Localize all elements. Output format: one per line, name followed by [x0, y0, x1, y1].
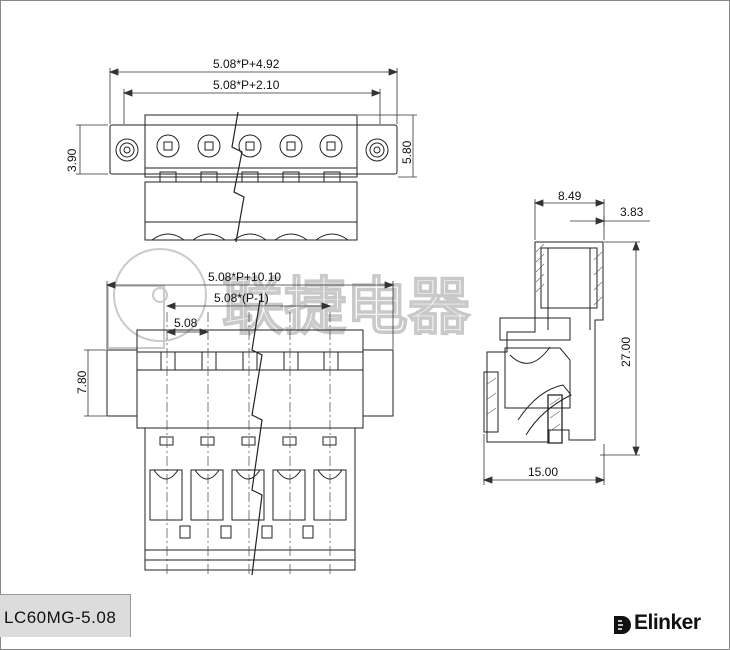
top-view — [109, 111, 398, 243]
dim-side-width-b: 3.83 — [620, 205, 644, 219]
dim-top-overall: 5.08*P+4.92 — [213, 57, 280, 71]
terminal-screws — [156, 134, 343, 158]
dim-top-inner: 5.08*P+2.10 — [213, 78, 280, 92]
dim-front-height-left: 7.80 — [75, 370, 89, 394]
dim-front-pitch-span: 5.08*(P-1) — [214, 291, 269, 305]
model-label-box — [0, 594, 131, 637]
model-label: LC60MG-5.08 — [4, 608, 117, 627]
dim-front-pitch: 5.08 — [174, 316, 198, 330]
side-view-dimensions — [482, 199, 650, 485]
brand-name: Elinker — [634, 611, 701, 634]
side-view — [483, 241, 604, 444]
wire-entries — [149, 469, 347, 521]
front-view — [106, 299, 394, 576]
dim-front-overall: 5.08*P+10.10 — [208, 270, 281, 284]
front-view-dimensions — [84, 281, 395, 417]
dim-top-height-left: 3.90 — [65, 148, 79, 172]
dim-side-height: 27.00 — [619, 337, 633, 367]
brand-logo-icon — [614, 616, 631, 634]
top-view-dimensions — [76, 68, 417, 178]
dim-top-height-right: 5.80 — [400, 140, 414, 164]
watermark-text: 联捷电器 — [222, 270, 471, 343]
dim-side-width-a: 8.49 — [558, 189, 582, 203]
dim-side-depth: 15.00 — [528, 465, 558, 479]
watermark: 联捷电器 — [107, 248, 472, 349]
